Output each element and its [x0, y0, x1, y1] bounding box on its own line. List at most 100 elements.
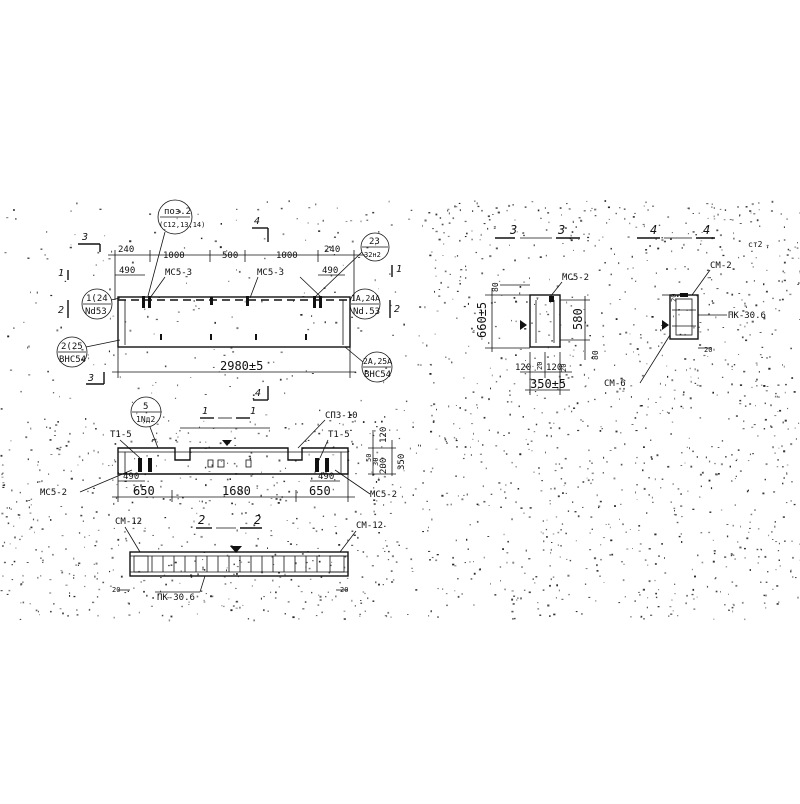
noise-speck	[28, 458, 29, 460]
noise-speck	[588, 479, 590, 481]
noise-speck	[732, 607, 734, 609]
noise-speck	[745, 305, 747, 306]
noise-speck	[179, 583, 180, 584]
noise-speck	[551, 578, 552, 580]
noise-speck	[748, 490, 749, 492]
noise-speck	[25, 436, 27, 438]
noise-speck	[143, 591, 145, 593]
noise-speck	[673, 483, 674, 484]
noise-speck	[402, 496, 403, 498]
noise-speck	[454, 565, 456, 566]
noise-speck	[413, 422, 414, 424]
noise-speck	[742, 336, 744, 338]
noise-speck	[125, 538, 126, 540]
noise-speck	[319, 410, 320, 411]
noise-speck	[60, 327, 62, 329]
noise-speck	[779, 240, 780, 242]
noise-speck	[372, 565, 374, 566]
noise-speck	[491, 494, 493, 495]
noise-speck	[373, 600, 375, 602]
noise-speck	[85, 427, 87, 428]
noise-speck	[20, 583, 22, 585]
noise-speck	[385, 540, 386, 541]
noise-speck	[611, 554, 613, 556]
noise-speck	[443, 243, 444, 244]
noise-speck	[777, 459, 779, 461]
noise-speck	[366, 220, 368, 221]
noise-speck	[35, 549, 37, 550]
noise-speck	[660, 487, 661, 489]
noise-speck	[528, 558, 530, 559]
noise-speck	[648, 398, 649, 400]
noise-speck	[549, 222, 550, 224]
noise-speck	[374, 511, 375, 513]
noise-speck	[697, 249, 699, 251]
label-sm-12-right: СМ-12	[356, 521, 383, 531]
noise-speck	[595, 600, 596, 601]
noise-speck	[783, 477, 785, 479]
noise-speck	[763, 301, 764, 302]
noise-speck	[553, 423, 555, 424]
noise-speck	[129, 240, 131, 242]
noise-speck	[298, 586, 300, 587]
noise-speck	[707, 586, 708, 588]
noise-speck	[14, 537, 15, 539]
noise-speck	[31, 504, 32, 505]
noise-speck	[716, 591, 718, 593]
noise-speck	[546, 255, 547, 257]
noise-speck	[601, 426, 602, 427]
noise-speck	[225, 374, 226, 376]
noise-speck	[398, 545, 400, 546]
noise-speck	[508, 205, 510, 207]
noise-speck	[274, 485, 275, 487]
noise-speck	[22, 582, 24, 583]
dim-1000-left: 1000	[163, 251, 185, 261]
noise-speck	[637, 348, 639, 350]
noise-speck	[651, 458, 653, 460]
noise-speck	[444, 302, 446, 304]
noise-speck	[325, 596, 326, 597]
noise-speck	[30, 292, 31, 294]
noise-speck	[314, 507, 316, 509]
noise-speck	[428, 551, 430, 552]
noise-speck	[359, 616, 360, 617]
noise-speck	[642, 375, 644, 377]
noise-speck	[511, 599, 513, 601]
noise-speck	[194, 300, 195, 302]
sec1-dim-490-right: 490	[318, 472, 334, 482]
noise-speck	[175, 440, 177, 441]
noise-speck	[459, 407, 461, 409]
noise-speck	[798, 258, 799, 259]
noise-speck	[592, 473, 594, 475]
noise-speck	[789, 294, 791, 295]
noise-speck	[577, 430, 579, 431]
noise-speck	[724, 342, 725, 343]
noise-speck	[29, 506, 30, 508]
noise-speck	[672, 422, 673, 423]
noise-speck	[430, 364, 432, 365]
noise-speck	[275, 597, 277, 599]
noise-speck	[188, 465, 189, 467]
noise-speck	[568, 594, 569, 595]
noise-speck	[109, 288, 111, 290]
noise-speck	[472, 210, 473, 211]
noise-speck	[197, 613, 198, 614]
noise-speck	[532, 366, 533, 367]
noise-speck	[198, 308, 200, 309]
noise-speck	[704, 293, 705, 294]
noise-speck	[621, 464, 623, 466]
noise-speck	[759, 226, 760, 228]
noise-speck	[98, 451, 99, 453]
noise-speck	[554, 488, 556, 490]
noise-speck	[157, 424, 159, 425]
noise-speck	[42, 562, 43, 563]
noise-speck	[550, 427, 552, 428]
noise-speck	[741, 300, 743, 301]
noise-speck	[169, 619, 170, 621]
noise-speck	[304, 293, 305, 294]
noise-speck	[165, 460, 166, 461]
noise-speck	[637, 499, 638, 500]
noise-speck	[33, 519, 34, 521]
noise-speck	[168, 420, 169, 421]
noise-speck	[339, 423, 340, 424]
